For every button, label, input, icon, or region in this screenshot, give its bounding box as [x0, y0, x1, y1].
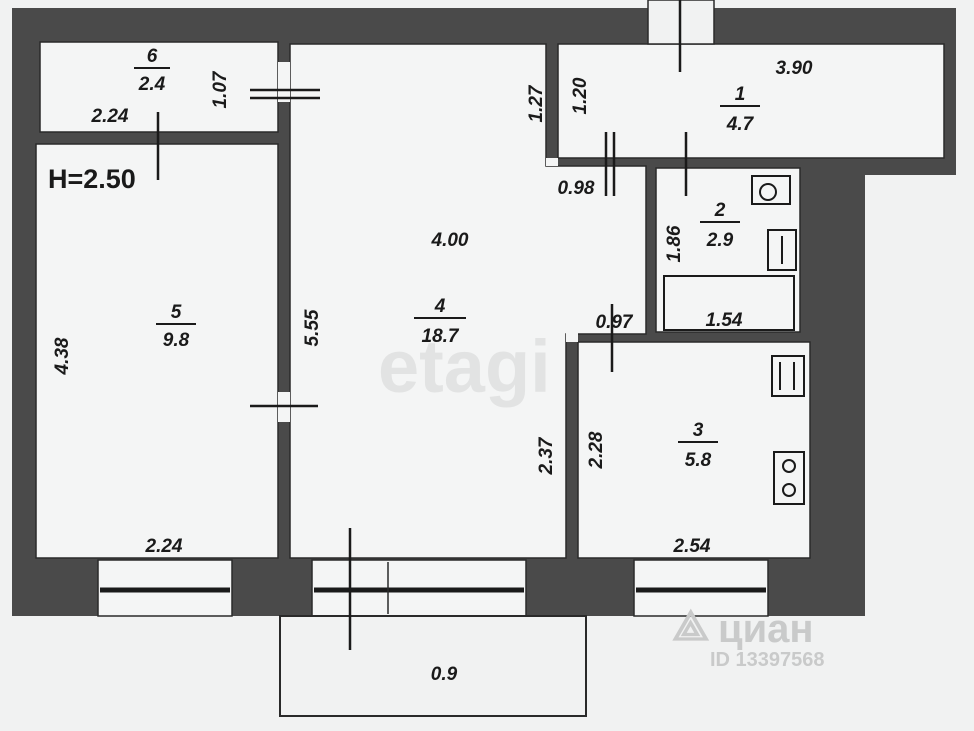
- room-1-hall: [557, 43, 945, 159]
- dim-4-00: 4.00: [431, 230, 469, 251]
- dim-4-38: 4.38: [52, 337, 73, 375]
- room-3-area: 5.8: [685, 450, 712, 471]
- bathtub: [663, 275, 795, 331]
- cian-logo: ⟁: [672, 602, 710, 649]
- balcony: [279, 615, 587, 717]
- room-5-number: 5: [171, 302, 182, 323]
- dim-2-37: 2.37: [536, 436, 557, 475]
- dim-2-24-top: 2.24: [91, 106, 129, 127]
- room-1-area: 4.7: [726, 114, 755, 135]
- room-6-area: 2.4: [138, 74, 166, 95]
- door-gap-6: [278, 62, 290, 102]
- etagi-watermark: etagi: [378, 325, 551, 408]
- fixtures: [751, 175, 805, 505]
- dim-1-07: 1.07: [210, 70, 231, 108]
- cian-id-text: ID 13397568: [710, 649, 825, 671]
- room-2-area: 2.9: [706, 230, 734, 251]
- hall-opening: [546, 158, 558, 166]
- dim-2-24-bottom: 2.24: [145, 536, 183, 557]
- door-markers: [156, 0, 688, 650]
- dim-1-86: 1.86: [664, 225, 685, 262]
- room-4-living: [289, 43, 647, 559]
- dim-2-54: 2.54: [673, 536, 711, 557]
- dim-1-54: 1.54: [706, 310, 743, 331]
- room-labels: 6 2.4 5 9.8 4 18.7 1 4.7 2 2.9 3 5.8: [134, 46, 760, 471]
- dim-1-27: 1.27: [526, 84, 547, 122]
- dim-0-9: 0.9: [431, 664, 458, 685]
- room-1-number: 1: [735, 84, 746, 105]
- door-gap-3: [566, 322, 578, 342]
- rooms: [35, 41, 945, 559]
- room-4-area: 18.7: [422, 326, 460, 347]
- dimensions-vertical: 1.07 1.27 1.20 1.86 4.38 5.55 2.37 2.28: [52, 70, 685, 475]
- room-5-bedroom: [35, 143, 279, 559]
- stove-burner-2-icon: [782, 483, 796, 497]
- cian-watermark: ⟁ циан ID 13397568: [672, 602, 825, 671]
- room-2-number: 2: [714, 200, 726, 221]
- kitchen-sink-icon: [771, 355, 805, 397]
- dim-1-20: 1.20: [570, 77, 591, 114]
- dim-3-90: 3.90: [776, 58, 813, 79]
- windows: [97, 559, 769, 617]
- dim-5-55: 5.55: [302, 309, 323, 346]
- toilet-bowl-icon: [759, 183, 777, 201]
- room-5-area: 9.8: [163, 330, 190, 351]
- stove-burner-1-icon: [782, 459, 796, 473]
- room-4-number: 4: [434, 296, 446, 317]
- dimensions-horizontal: 3.90 2.24 0.98 4.00 0.97 1.54 2.24 2.54 …: [91, 58, 813, 685]
- dim-2-28: 2.28: [586, 431, 607, 469]
- outer-notch: [858, 168, 958, 618]
- dim-0-98: 0.98: [558, 178, 595, 199]
- ceiling-height-label: H=2.50: [48, 164, 136, 194]
- dim-0-97: 0.97: [596, 312, 634, 333]
- room-6-number: 6: [147, 46, 158, 67]
- cian-brand-text: циан: [718, 607, 814, 651]
- room-3-number: 3: [693, 420, 704, 441]
